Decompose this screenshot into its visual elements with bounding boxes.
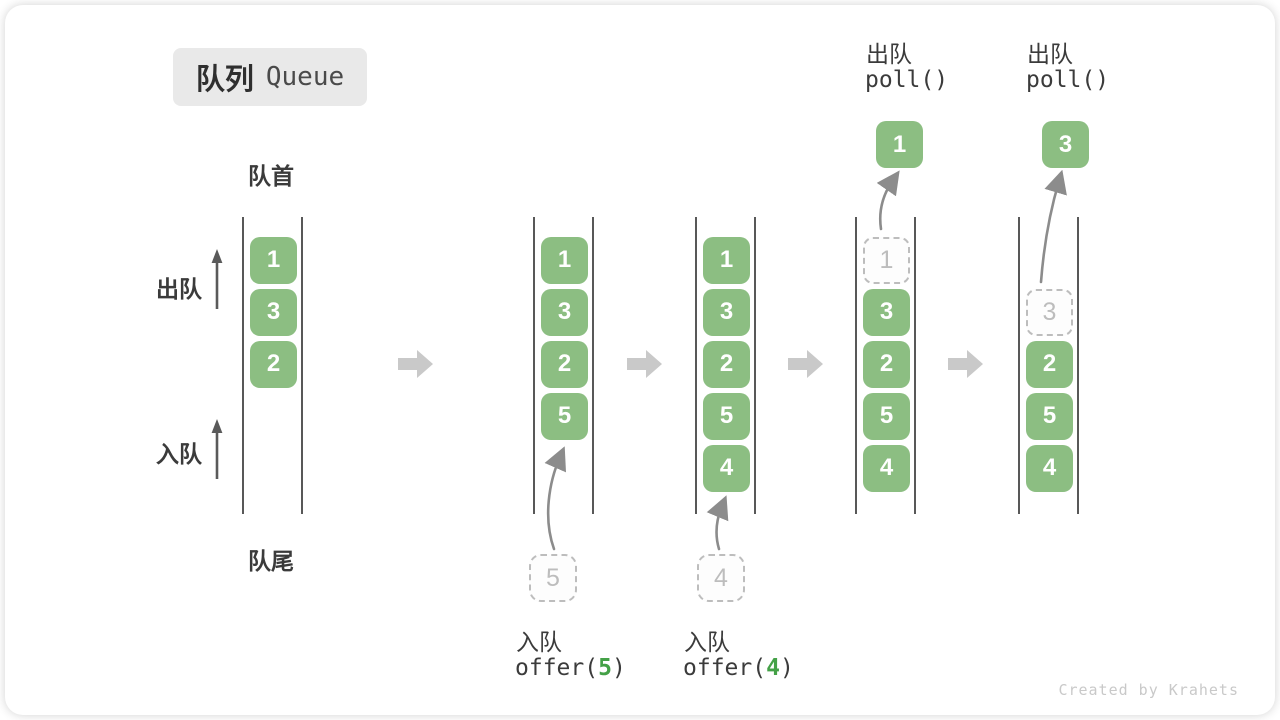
poll2-code: poll()	[1026, 67, 1110, 93]
queue-cell: 2	[541, 341, 588, 388]
popped-cell-3: 3	[1042, 121, 1089, 168]
queue-cell: 1	[250, 237, 297, 284]
step-arrow-icon	[788, 350, 823, 378]
code-arg: 4	[766, 655, 780, 681]
code-pre: offer(	[515, 655, 599, 681]
queue-cell: 3	[250, 289, 297, 336]
poll1-code: poll()	[865, 67, 949, 93]
poll1-label: 出队	[866, 41, 912, 67]
enqueue-up-arrow-icon	[211, 419, 223, 479]
dequeue-side-label: 出队	[156, 276, 202, 302]
queue-cell: 5	[541, 393, 588, 440]
popped-cell-1: 1	[876, 121, 923, 168]
enqueue4-label: 入队	[684, 629, 730, 655]
removed-cell: 3	[1026, 289, 1073, 336]
queue-state-4: 1 3 2 5 4	[855, 217, 916, 514]
step-arrow-icon	[948, 350, 983, 378]
dequeue-up-arrow-icon	[211, 249, 223, 309]
enqueue5-label: 入队	[516, 629, 562, 655]
title-badge: 队列 Queue	[173, 48, 367, 106]
queue-cell: 1	[541, 237, 588, 284]
queue-state-5: 3 2 5 4	[1018, 217, 1079, 514]
queue-cell: 2	[250, 341, 297, 388]
queue-front-label: 队首	[248, 163, 294, 189]
step-arrow-icon	[627, 350, 662, 378]
poll2-label: 出队	[1027, 41, 1073, 67]
queue-cell: 5	[863, 393, 910, 440]
credit-text: Created by Krahets	[1058, 681, 1239, 699]
queue-cell: 4	[703, 445, 750, 492]
code-arg: 5	[598, 655, 612, 681]
queue-cell: 3	[541, 289, 588, 336]
queue-state-3: 1 3 2 5 4	[695, 217, 756, 514]
diagram-canvas: 队列 Queue 队首 队尾 出队 入队 1 3 2 1 3 2 5 5 入队 …	[5, 5, 1275, 715]
queue-cell: 5	[1026, 393, 1073, 440]
queue-cell: 2	[1026, 341, 1073, 388]
pending-enqueue-cell-5: 5	[529, 554, 577, 602]
enqueue-side-label: 入队	[156, 441, 202, 467]
enqueue4-code: offer(4)	[683, 655, 794, 681]
title-zh: 队列	[195, 64, 254, 96]
step-arrow-icon	[398, 350, 433, 378]
queue-cell: 2	[703, 341, 750, 388]
code-post: )	[779, 655, 794, 681]
queue-cell: 3	[703, 289, 750, 336]
queue-cell: 1	[703, 237, 750, 284]
queue-state-2: 1 3 2 5	[533, 217, 594, 514]
queue-rear-label: 队尾	[248, 548, 294, 574]
code-post: )	[611, 655, 626, 681]
queue-cell: 3	[863, 289, 910, 336]
queue-cell: 4	[1026, 445, 1073, 492]
enqueue5-code: offer(5)	[515, 655, 626, 681]
queue-state-1: 1 3 2	[242, 217, 303, 514]
queue-cell: 5	[703, 393, 750, 440]
removed-cell: 1	[863, 237, 910, 284]
code-pre: offer(	[683, 655, 767, 681]
title-en: Queue	[265, 62, 345, 92]
queue-cell: 2	[863, 341, 910, 388]
queue-cell: 4	[863, 445, 910, 492]
pending-enqueue-cell-4: 4	[697, 554, 745, 602]
